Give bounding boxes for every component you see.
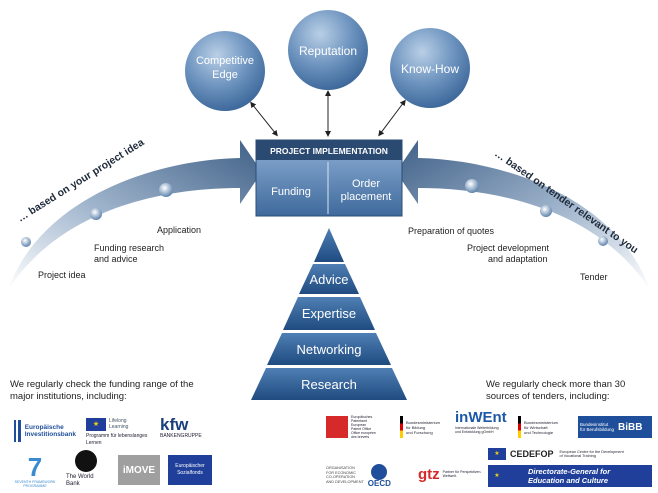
circle-label: Know-How: [401, 62, 459, 76]
step-application: Application: [157, 225, 202, 235]
circle-know-how: [390, 28, 470, 108]
step-funding-research: Funding research: [94, 243, 165, 253]
esf-logo[interactable]: Europäischer Sozialfonds: [168, 455, 212, 485]
imove-logo[interactable]: iMOVE: [118, 455, 160, 485]
step-project-development: Project development: [467, 243, 550, 253]
fp7-logo[interactable]: 7 SEVENTH FRAMEWORK PROGRAMME: [14, 452, 56, 488]
pyramid-tier-networking: [267, 333, 391, 365]
circle-label: Reputation: [299, 44, 357, 58]
connector-arrow: [378, 99, 406, 137]
project-box-header: [256, 140, 402, 160]
pyramid-label: Research: [301, 377, 357, 392]
circle-label: Edge: [212, 69, 238, 81]
step-tender: Tender: [580, 272, 608, 282]
circle-competitive-edge: [185, 31, 265, 111]
cedefop-logo[interactable]: ★ CEDEFOP European Centre for the Develo…: [488, 446, 652, 462]
inwent-logo[interactable]: inWEnt Internationale Weiterbildung und …: [455, 410, 507, 434]
pyramid-tier-expertise: [283, 297, 375, 330]
project-box-order: placement: [341, 191, 392, 203]
worldbank-logo[interactable]: The World Bank: [66, 450, 106, 490]
pyramid-label: Advice: [309, 272, 348, 287]
step-project-idea: Project idea: [38, 270, 86, 280]
pyramid-tier-top: [314, 228, 344, 262]
project-box-funding: Funding: [271, 186, 311, 198]
step-dot: [465, 179, 479, 193]
left-note: We regularly check the funding range of …: [10, 379, 194, 402]
pyramid-label: Expertise: [302, 306, 356, 321]
step-funding-advice: and advice: [94, 254, 138, 264]
left-arrow: [8, 140, 262, 290]
step-dot: [90, 208, 102, 220]
step-adaptation: and adaptation: [488, 254, 548, 264]
circle-label: Competitive: [196, 55, 254, 67]
right-arrow: [396, 140, 650, 290]
right-arrow-caption: … based on tender relevant to you: [492, 148, 640, 257]
pyramid-tier-advice: [299, 264, 359, 294]
kfw-logo[interactable]: kfw BANKENGRUPPE: [160, 416, 202, 439]
step-dot: [21, 237, 31, 247]
gtz-logo[interactable]: gtz Partner für Perspektiven.Weltweit.: [418, 465, 482, 483]
step-dot: [598, 236, 608, 246]
step-preparation-quotes: Preparation of quotes: [408, 226, 495, 236]
connector-arrow: [250, 101, 278, 137]
step-dot: [540, 205, 552, 217]
step-dot: [159, 183, 173, 197]
pyramid-tier-research: [251, 368, 407, 400]
pyramid-label: Networking: [296, 342, 361, 357]
project-box-title: PROJECT IMPLEMENTATION: [270, 146, 388, 156]
project-box-order: Order: [352, 178, 380, 190]
circle-reputation: [288, 10, 368, 90]
